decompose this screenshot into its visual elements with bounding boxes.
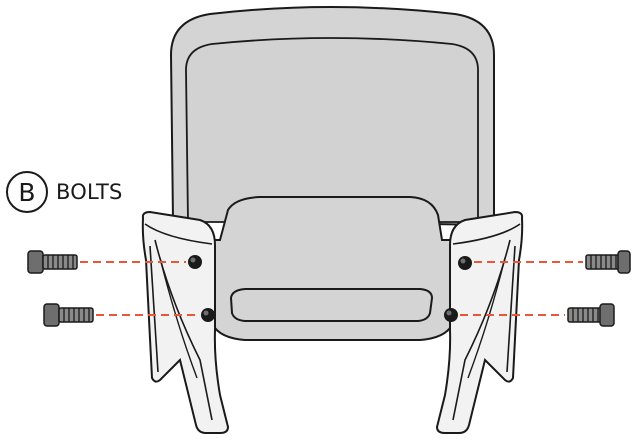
bolt-top-right (585, 250, 631, 274)
seat-back-inner-panel (185, 37, 479, 223)
bolt-bottom-left (43, 303, 94, 327)
part-callout: B BOLTS (6, 170, 123, 214)
bolt-hole-top-left (188, 255, 202, 269)
bolt-bottom-right (567, 303, 615, 327)
bolt-top-left (27, 250, 78, 274)
bolt-hole-top-right (458, 256, 472, 270)
left-armrest (141, 210, 230, 434)
guide-lines (80, 261, 583, 316)
part-letter-badge: B (6, 171, 48, 213)
bolt-hole-bottom-right (444, 308, 458, 322)
right-armrest (435, 210, 524, 434)
seat-front-lip (229, 288, 434, 322)
bolt-holes (188, 255, 472, 322)
bolt-hole-bottom-left (201, 308, 215, 322)
part-name-label: BOLTS (56, 180, 123, 204)
